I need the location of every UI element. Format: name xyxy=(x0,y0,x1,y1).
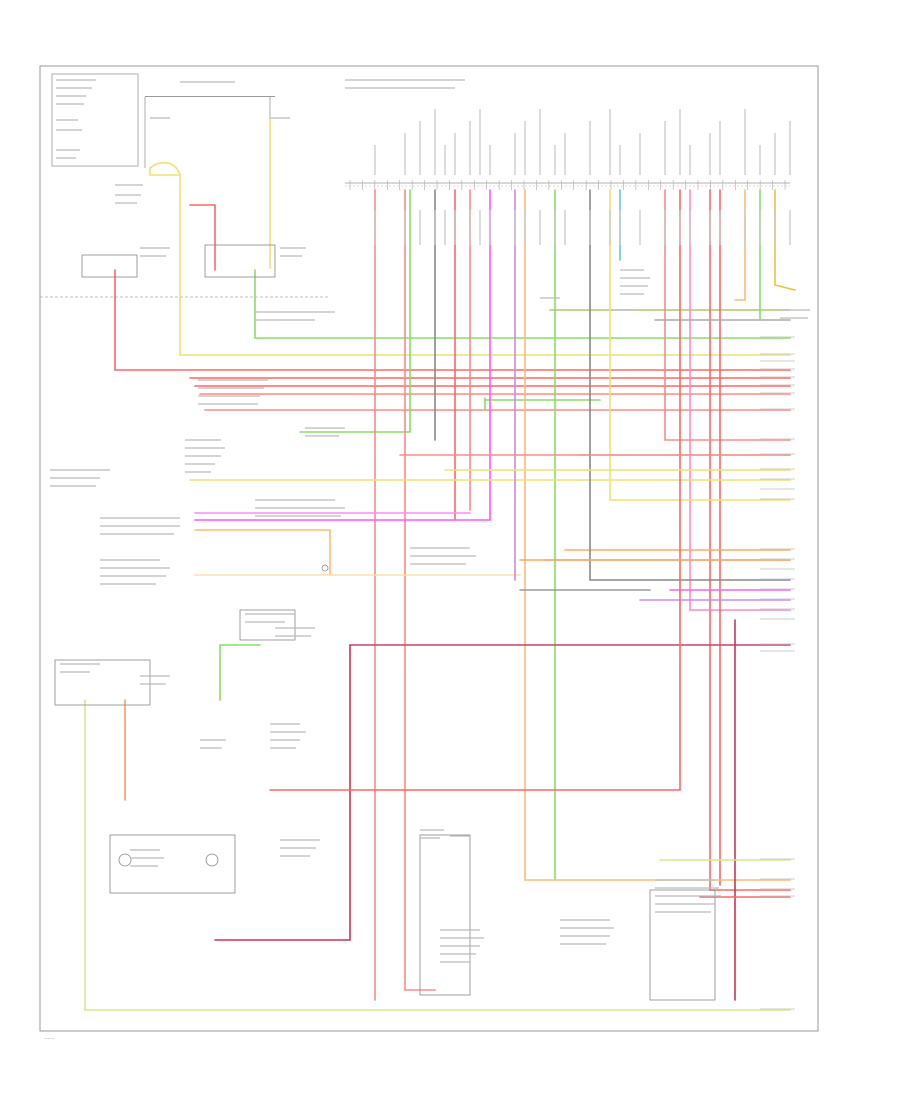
wires xyxy=(84,119,796,1011)
module-bottom-left xyxy=(109,834,236,894)
wire-dark-red-2 xyxy=(214,644,351,941)
wire-orange-1 xyxy=(524,189,791,881)
wire-pink-v2 xyxy=(404,189,436,991)
wire-dark-red-4 xyxy=(269,189,681,791)
wire-orange-8 xyxy=(609,189,791,501)
footer-label: ········ xyxy=(44,1036,54,1041)
components xyxy=(54,244,716,1001)
label-text-blocks xyxy=(50,79,810,1010)
lamp-2 xyxy=(205,853,219,867)
wire-pink-v6 xyxy=(709,189,791,891)
wire-green-1 xyxy=(254,269,791,339)
wire-pink-v8 xyxy=(664,189,791,441)
relay-right xyxy=(204,244,276,278)
wire-green-5 xyxy=(84,699,791,1011)
bottom-left-box xyxy=(54,659,151,706)
fuse-block-top xyxy=(145,96,275,97)
module-bottom-right xyxy=(649,889,716,1001)
relay-left xyxy=(81,254,138,278)
wire-orange-4 xyxy=(194,529,331,576)
wire-green-2 xyxy=(299,189,411,433)
module-box-mid xyxy=(239,609,296,641)
module-bottom-mid xyxy=(419,834,471,996)
ground-switch xyxy=(321,564,329,572)
wire-yellow-top xyxy=(149,161,181,176)
wire-pink-v7 xyxy=(689,189,791,611)
wire-grey-2 xyxy=(589,189,791,581)
wire-red-1 xyxy=(189,204,216,271)
wire-green-7 xyxy=(219,644,261,701)
wire-orange-2 xyxy=(734,189,746,301)
connector-pins xyxy=(349,180,786,190)
lamp-1 xyxy=(118,853,132,867)
diagram-frame xyxy=(39,65,819,1032)
fuse-box-top-left xyxy=(51,73,139,167)
